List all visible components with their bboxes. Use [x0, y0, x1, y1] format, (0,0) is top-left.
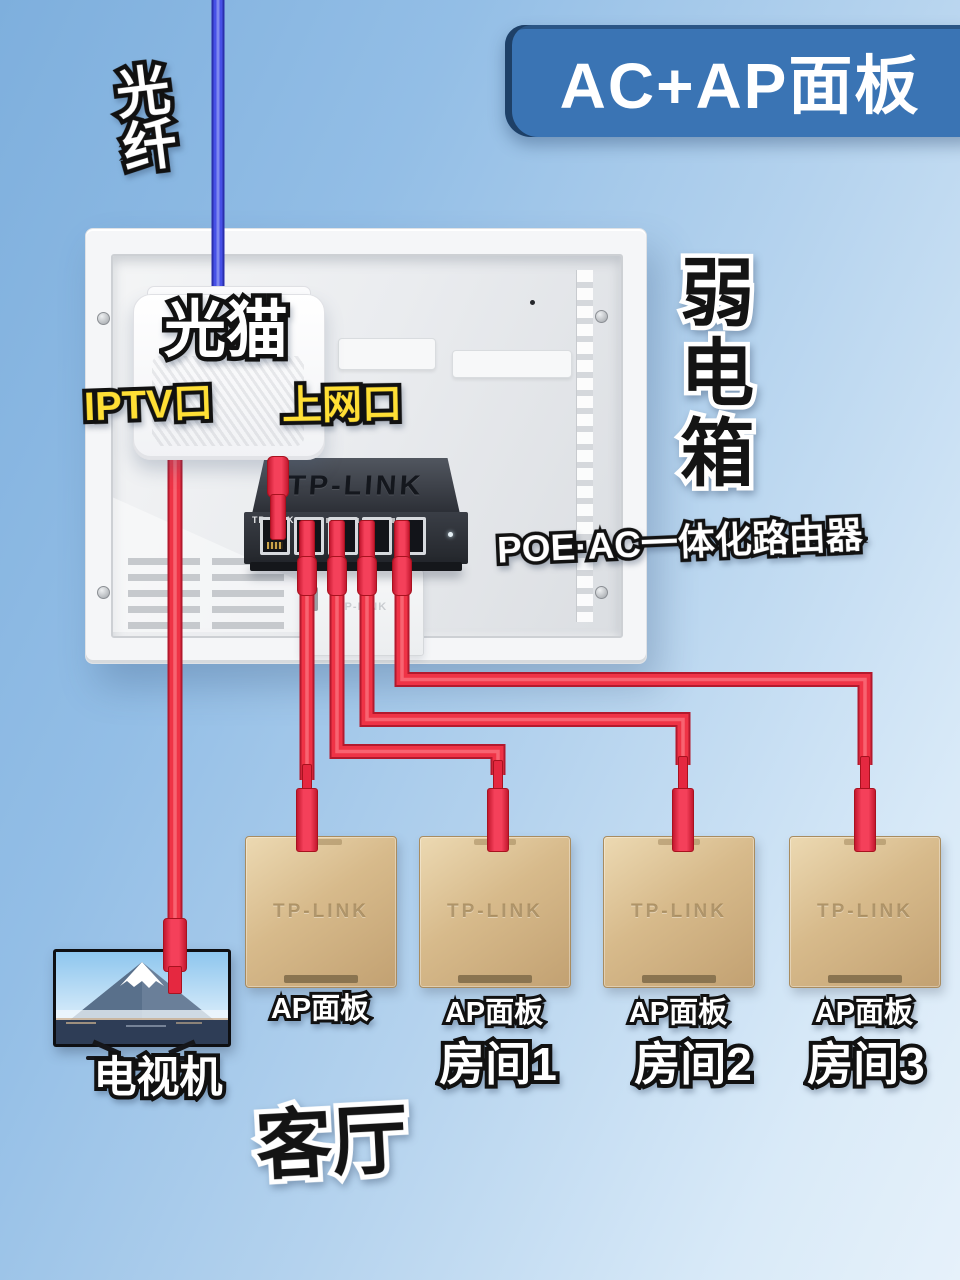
weak-box-label: 弱电箱: [670, 254, 753, 494]
modem-label: 光猫: [164, 298, 288, 363]
ap4-cable: [394, 556, 873, 765]
panel-brand: TP-LINK: [817, 901, 913, 922]
ap3-plug: [672, 788, 694, 852]
ap-panel-2: TP-LINK: [419, 836, 571, 988]
ap1-plug: [296, 788, 318, 852]
panel-bottom-slot: [828, 975, 902, 983]
panel-top-notch: [300, 839, 342, 845]
port-plug-grip: [297, 556, 317, 596]
screw-icon: [595, 586, 608, 599]
room1-label: 房间1: [439, 1040, 557, 1089]
tv-plug: [163, 918, 187, 972]
room3-label: 房间3: [807, 1040, 925, 1089]
ap-panel-label-1: AP面板: [271, 994, 370, 1025]
internet-port-label: 上网口: [282, 382, 403, 428]
ap-panel-4: TP-LINK: [789, 836, 941, 988]
panel-bottom-slot: [458, 975, 532, 983]
panel-bottom-slot: [642, 975, 716, 983]
router-led: [448, 532, 453, 537]
panel-bottom-slot: [284, 975, 358, 983]
screw-icon: [595, 310, 608, 323]
tv-plug-tip: [168, 966, 182, 994]
ap-panel-label-4: AP面板: [815, 998, 914, 1029]
box-mount-hole: [530, 300, 535, 305]
ap-panel-label-2: AP面板: [445, 998, 544, 1029]
vent-grille: [128, 558, 200, 632]
port-plug-grip: [392, 556, 412, 596]
ap4-plug: [854, 788, 876, 852]
page-title: AC+AP面板: [559, 50, 921, 122]
ap2-plug: [487, 788, 509, 852]
iptv-port-label: IPTV口: [83, 381, 213, 429]
wan-plug: [270, 494, 286, 540]
router-brand-logo: TP-LINK: [287, 470, 425, 501]
ap3-cable: [359, 556, 691, 765]
fiber-label: 光纤: [104, 61, 177, 176]
panel-brand: TP-LINK: [273, 901, 369, 922]
television: [53, 949, 231, 1047]
screw-icon: [97, 312, 110, 325]
ap-panel-label-3: AP面板: [629, 998, 728, 1029]
router-base: [250, 562, 462, 571]
wan-plug-grip: [267, 456, 289, 498]
tv-label: 电视机: [94, 1055, 223, 1101]
box-shelf: [452, 350, 572, 378]
port-plug-grip: [357, 556, 377, 596]
tv-screen-fuji: [56, 952, 228, 1044]
box-shelf: [338, 338, 436, 370]
tab-notch: [313, 587, 318, 611]
living-room-label: 客厅: [254, 1097, 410, 1190]
ap-panel-3: TP-LINK: [603, 836, 755, 988]
port-plug-grip: [327, 556, 347, 596]
panel-brand: TP-LINK: [631, 901, 727, 922]
port-pins: [267, 542, 283, 549]
panel-brand: TP-LINK: [447, 901, 543, 922]
title-banner: AC+AP面板: [505, 25, 960, 137]
screw-icon: [97, 586, 110, 599]
room2-label: 房间2: [634, 1040, 752, 1089]
ap-panel-1: TP-LINK: [245, 836, 397, 988]
